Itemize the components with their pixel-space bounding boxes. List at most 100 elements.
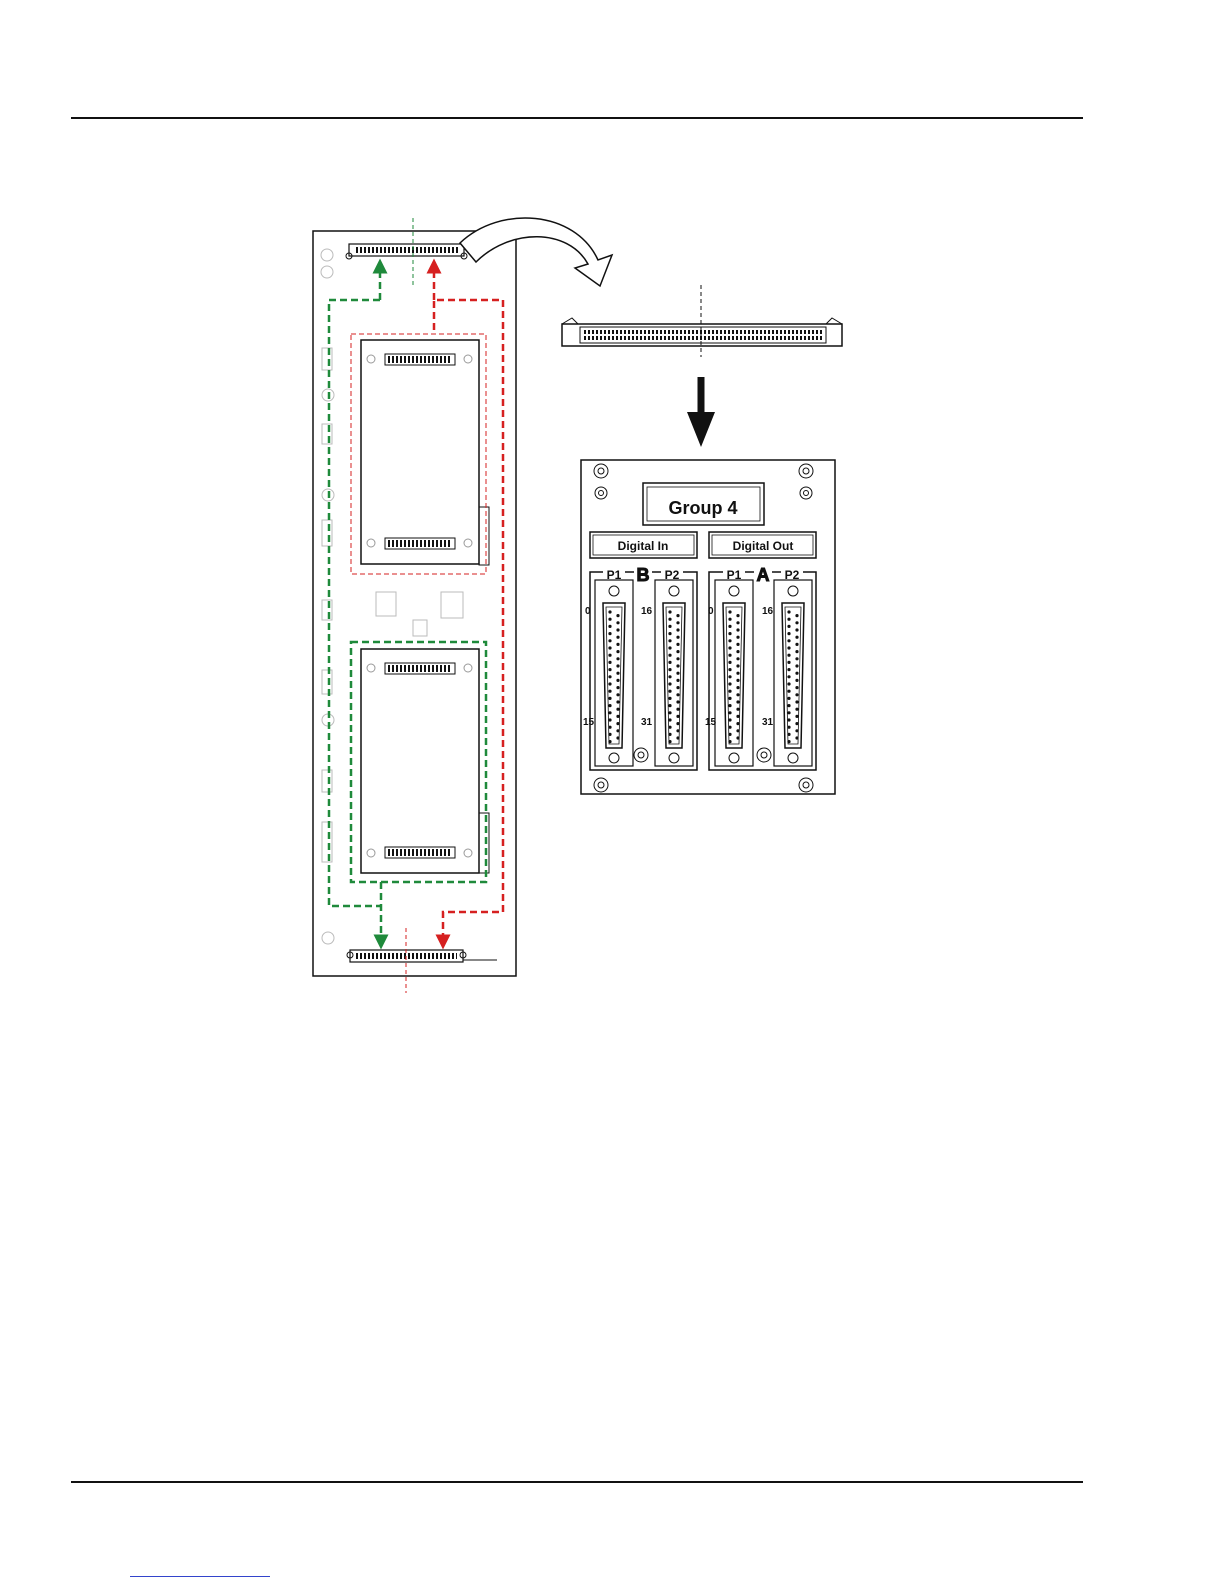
dsub-pin (616, 715, 619, 718)
dsub-pin (787, 646, 790, 649)
dsub-pin (616, 657, 619, 660)
dsub-pin (608, 661, 611, 664)
dsub-pin (728, 610, 731, 613)
dsub-pin (608, 682, 611, 685)
dsub-pin (787, 654, 790, 657)
edge-connector (562, 285, 842, 357)
dsub-pin (736, 715, 739, 718)
dsub-pin (676, 657, 679, 660)
dsub-pin (676, 722, 679, 725)
circuit-board (313, 218, 516, 993)
dsub-pin (608, 639, 611, 642)
dsub-pin (736, 722, 739, 725)
dsub-pin (787, 618, 790, 621)
dsub-pin (676, 650, 679, 653)
dsub-pin (787, 718, 790, 721)
dsub-pin (736, 628, 739, 631)
dsub-pin (728, 661, 731, 664)
dsub-pin (616, 700, 619, 703)
dsub-pin (736, 686, 739, 689)
dsub-pin (736, 700, 739, 703)
dsub-pin (668, 661, 671, 664)
dsub-pin (608, 675, 611, 678)
dsub-pin (795, 643, 798, 646)
dsub-pin (676, 693, 679, 696)
dsub-connector-a-p1 (715, 580, 753, 766)
dsub-pin (795, 657, 798, 660)
dsub-pin (608, 654, 611, 657)
dsub-pin (795, 636, 798, 639)
dsub-pin (608, 625, 611, 628)
dsub-pin (736, 729, 739, 732)
bank-b-label: B (637, 565, 650, 585)
dsub-pin (668, 690, 671, 693)
dsub-pin (728, 697, 731, 700)
dsub-pin (616, 679, 619, 682)
dsub-pin (787, 661, 790, 664)
dsub-pin (676, 729, 679, 732)
dsub-pin (736, 736, 739, 739)
dsub-pin (608, 697, 611, 700)
dsub-pin (728, 740, 731, 743)
dsub-pin (668, 610, 671, 613)
dsub-pin (728, 704, 731, 707)
dsub-pin (736, 708, 739, 711)
pin-16-label-b: 16 (641, 606, 653, 617)
dsub-pin (616, 643, 619, 646)
dsub-pin (787, 697, 790, 700)
dsub-pin (795, 708, 798, 711)
dsub-pin (795, 686, 798, 689)
dsub-pin (616, 729, 619, 732)
dsub-pin (608, 618, 611, 621)
dsub-pin (668, 646, 671, 649)
dsub-pin (668, 625, 671, 628)
pin-15-label-b: 15 (583, 717, 595, 728)
dsub-pin (795, 679, 798, 682)
dsub-pin (787, 733, 790, 736)
dsub-pin (676, 736, 679, 739)
dsub-pin (728, 625, 731, 628)
dsub-pin (616, 621, 619, 624)
dsub-pin (795, 650, 798, 653)
dsub-pin (728, 718, 731, 721)
dsub-pin (616, 664, 619, 667)
dsub-pin (668, 726, 671, 729)
dsub-pin (728, 632, 731, 635)
dsub-pin (728, 654, 731, 657)
dsub-pin (787, 740, 790, 743)
dsub-connector-b-p1 (595, 580, 633, 766)
dsub-pin (795, 736, 798, 739)
dsub-pin (676, 700, 679, 703)
dsub-pin (668, 697, 671, 700)
dsub-pin (616, 672, 619, 675)
dsub-pin (728, 639, 731, 642)
dsub-pin (616, 722, 619, 725)
dsub-pin (608, 668, 611, 671)
dsub-pin (608, 610, 611, 613)
dsub-pin (736, 650, 739, 653)
dsub-pin (676, 679, 679, 682)
pin-31-label-b: 31 (641, 717, 653, 728)
dsub-pin (616, 693, 619, 696)
lower-mezzanine-card (361, 649, 489, 873)
dsub-pin (676, 621, 679, 624)
dsub-pin (728, 733, 731, 736)
dsub-pin (787, 726, 790, 729)
dsub-pin (787, 711, 790, 714)
digital-in-label: Digital In (618, 539, 669, 553)
dsub-pin (608, 690, 611, 693)
dsub-pin (608, 632, 611, 635)
dsub-pin (616, 636, 619, 639)
dsub-pin (795, 628, 798, 631)
pin-0-label-a: 0 (708, 606, 714, 617)
dsub-pin (616, 686, 619, 689)
dsub-pin (728, 668, 731, 671)
dsub-pin (668, 668, 671, 671)
dsub-pin (736, 636, 739, 639)
dsub-pin (668, 654, 671, 657)
dsub-pin (736, 693, 739, 696)
group-label: Group 4 (668, 498, 737, 518)
pin-0-label-b: 0 (585, 606, 591, 617)
dsub-pin (608, 718, 611, 721)
